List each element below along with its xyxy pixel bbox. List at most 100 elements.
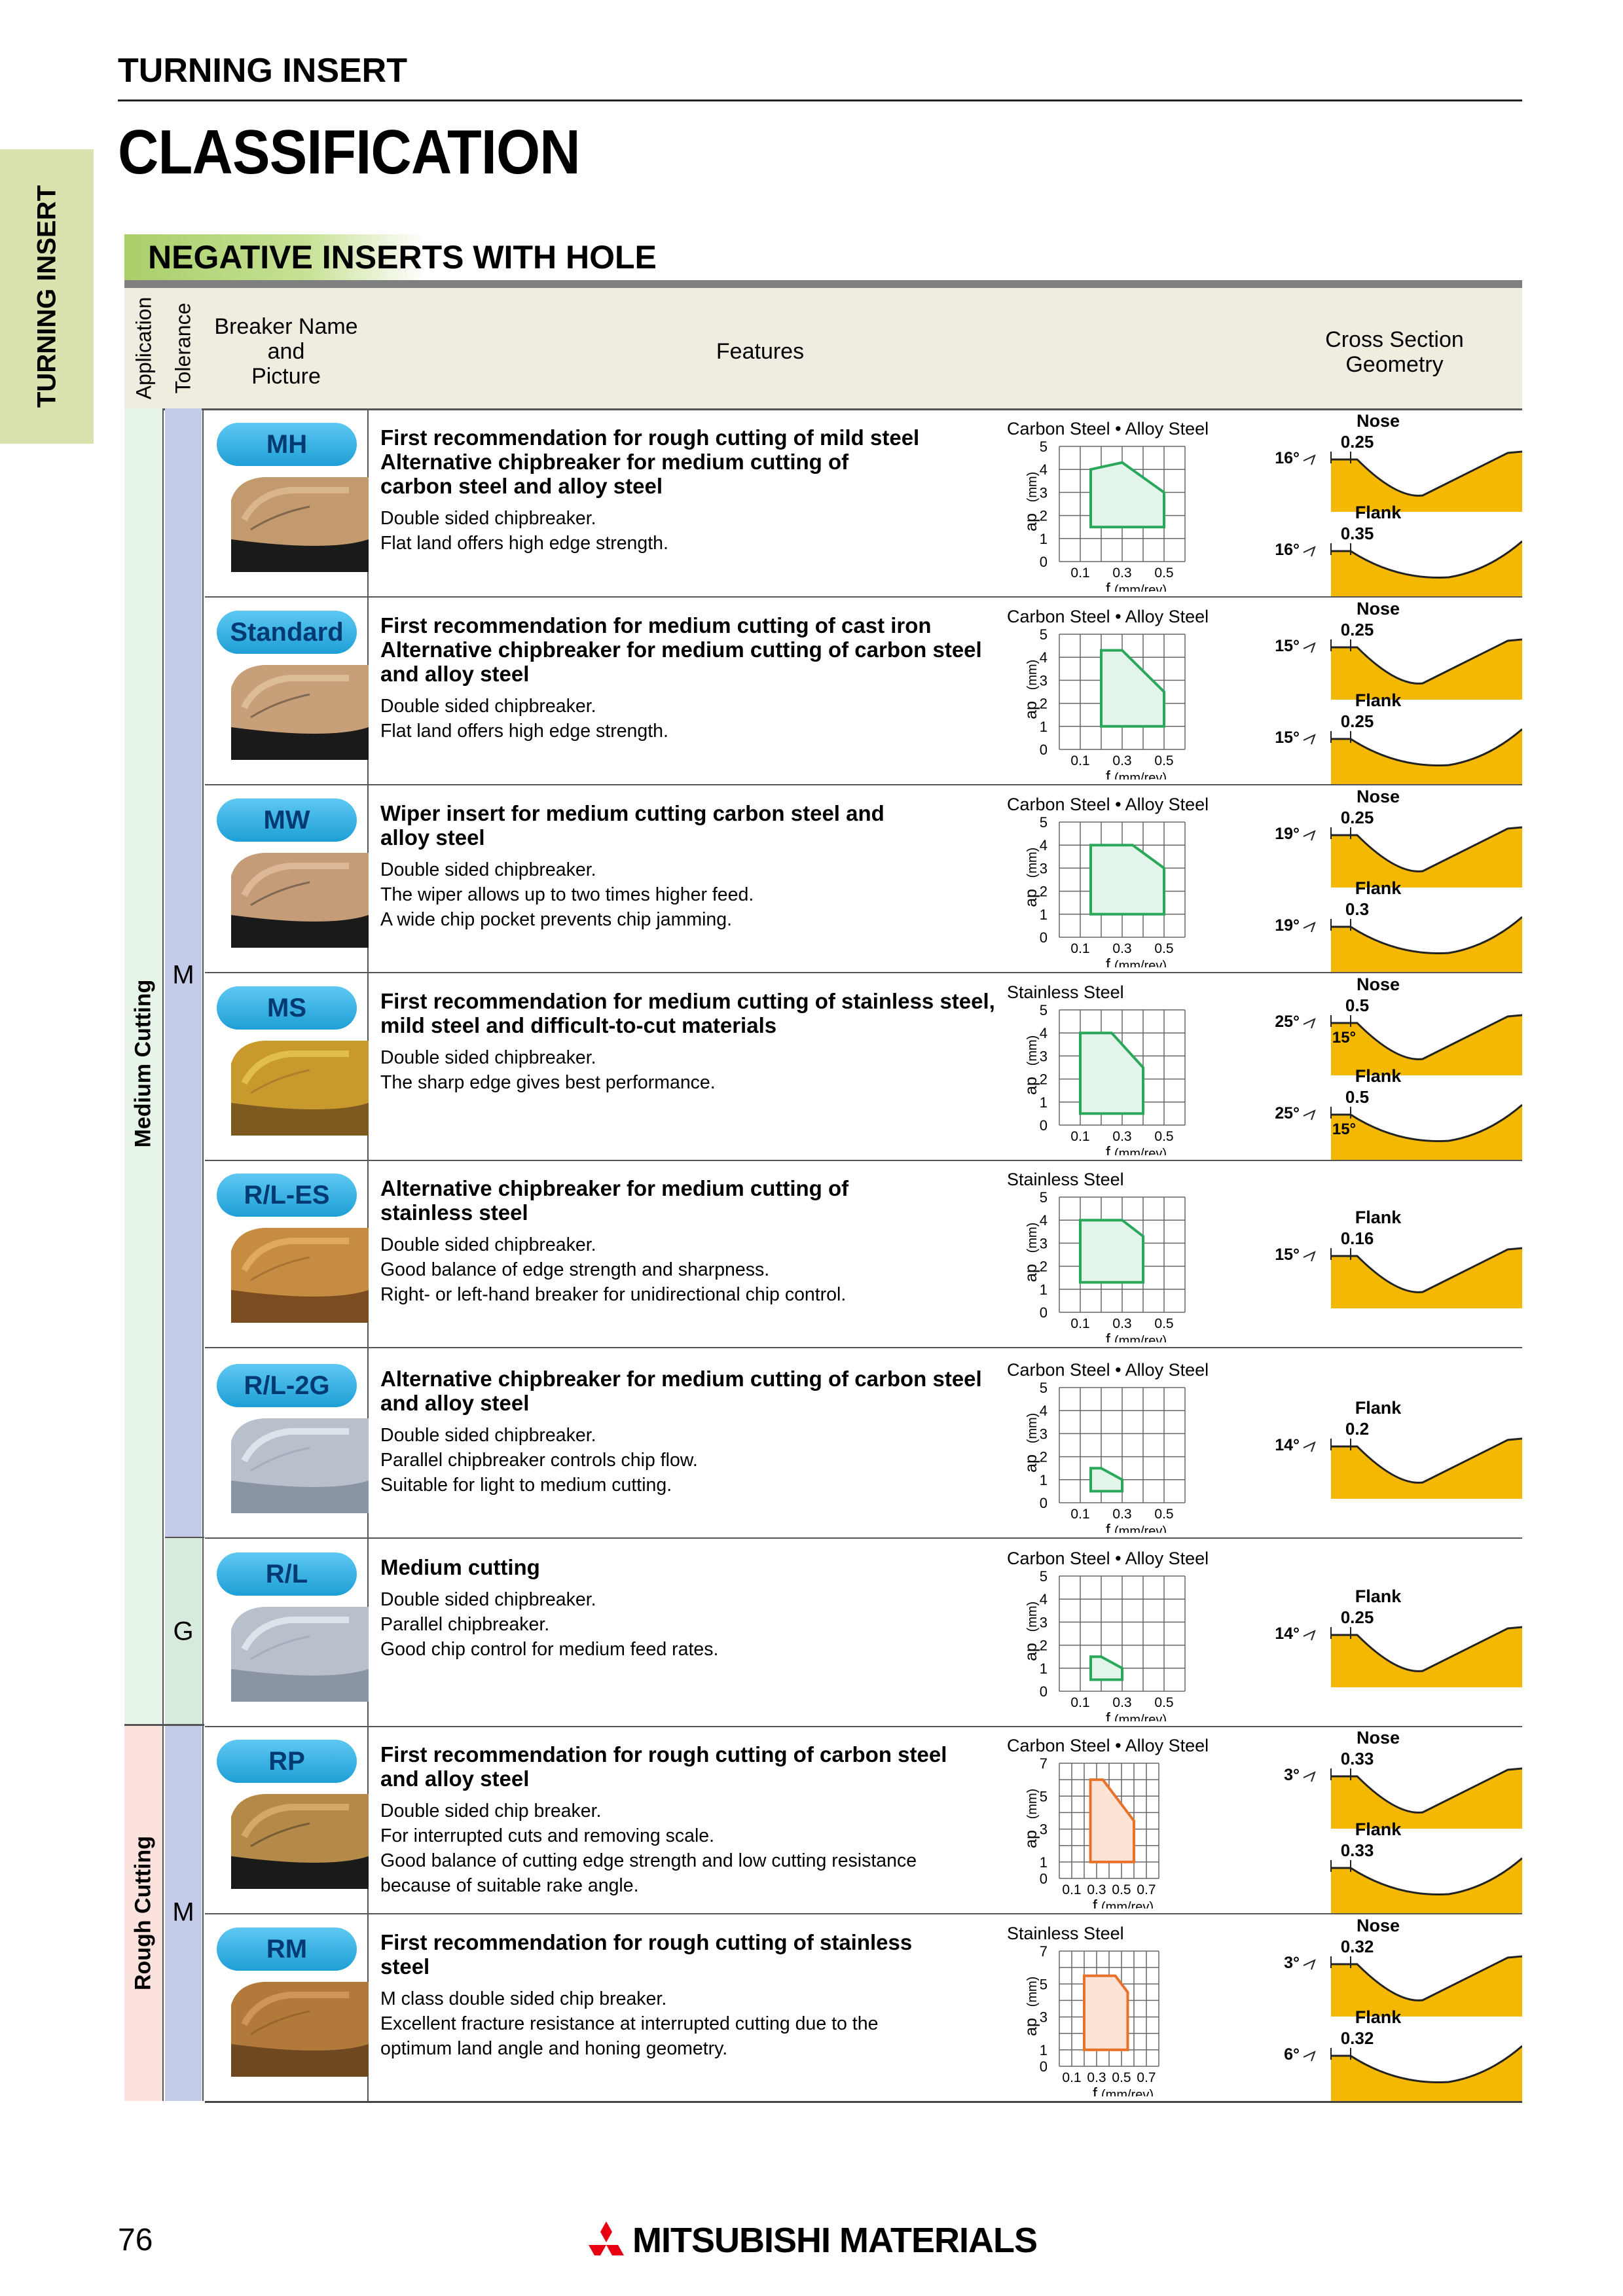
chart-y-axis-label: ap(mm): [1022, 1789, 1040, 1848]
tolerance-g-label: G: [173, 1617, 194, 1646]
geometry-land-width: 0.2: [1345, 1419, 1369, 1439]
chart-x-label: f: [1106, 580, 1110, 592]
feature-text: Flat land offers high edge strength.: [380, 533, 668, 554]
chart-title: Stainless Steel: [1007, 982, 1124, 1002]
tolerance-g-bar: [165, 1538, 202, 1725]
geometry-label: Nose: [1357, 411, 1400, 431]
chart-x-label: f: [1106, 1710, 1110, 1721]
feature-title: First recommendation for rough cutting o…: [380, 425, 920, 450]
chart-y-unit: (mm): [1025, 1223, 1040, 1253]
chart-y-tick: 4: [1040, 649, 1048, 666]
chart-y-tick: 0: [1040, 1304, 1048, 1321]
feature-text: Double sided chipbreaker.: [380, 859, 596, 880]
feature-text: A wide chip pocket prevents chip jamming…: [380, 909, 733, 930]
chart-y-tick: 1: [1040, 906, 1048, 923]
geometry-label: Flank: [1355, 691, 1402, 710]
cutting-range-region: [1089, 844, 1165, 916]
chart-y-tick: 1: [1040, 1854, 1048, 1871]
geometry-land-width: 0.25: [1341, 620, 1374, 639]
features-cell: Alternative chipbreaker for medium cutti…: [380, 1367, 996, 1498]
geometry-edge: [1331, 1014, 1522, 1060]
breaker-name-badge: R/L-ES: [217, 1174, 357, 1217]
geometry-profile: [1331, 639, 1522, 700]
chart-title: Carbon Steel • Alloy Steel: [1007, 1549, 1209, 1568]
chart-x-tick: 0.5: [1154, 1316, 1173, 1331]
chart-x-tick: 0.3: [1087, 2070, 1106, 2085]
chart-x-unit: (mm/rev): [1114, 1524, 1167, 1533]
column-header-tolerance: Tolerance: [171, 302, 195, 394]
chart-y-unit: (mm): [1025, 1789, 1040, 1820]
breaker-name-badge: MS: [217, 986, 357, 1030]
geometry-land-width: 0.33: [1341, 1840, 1374, 1860]
table-subtitle: NEGATIVE INSERTS WITH HOLE: [148, 239, 657, 276]
chart-x-label: f: [1106, 1143, 1110, 1155]
features-cell: Alternative chipbreaker for medium cutti…: [380, 1176, 996, 1307]
tolerance-divider: [165, 1537, 204, 1538]
chart-y-tick: 2: [1040, 1071, 1048, 1088]
chart-y-tick: 2: [1040, 884, 1048, 900]
geometry-angle: 14°: [1275, 1624, 1300, 1643]
feature-title: First recommendation for medium cutting …: [380, 989, 995, 1013]
chart-y-axis-label: ap(mm): [1022, 1602, 1040, 1661]
geometry-edge: [1331, 1626, 1522, 1672]
geometry-edge: [1331, 1857, 1522, 1895]
insert-row: MS First recommendation for medium cuttin…: [205, 972, 1522, 1161]
chart-x-tick: 0.3: [1112, 1507, 1131, 1522]
geometry-angle: 15°: [1275, 637, 1300, 655]
feature-title: stainless steel: [380, 1200, 528, 1225]
feature-text: The sharp edge gives best performance.: [380, 1072, 716, 1093]
chart-y-tick: 5: [1040, 439, 1048, 455]
angle-indicator: [1303, 642, 1316, 653]
geometry-edge: [1331, 1247, 1522, 1293]
chart-y-tick: 3: [1040, 1235, 1048, 1251]
angle-indicator: [1303, 546, 1316, 557]
feature-text: For interrupted cuts and removing scale.: [380, 1825, 715, 1846]
chart-y-axis-label: ap(mm): [1022, 848, 1040, 907]
chart-y-unit: (mm): [1025, 848, 1040, 878]
chart-x-tick: 0.3: [1087, 1882, 1106, 1897]
geometry-edge: [1331, 728, 1522, 766]
chart-y-tick: 3: [1040, 484, 1048, 501]
tolerance-m-label-rough: M: [172, 1897, 194, 1927]
chart-x-tick: 0.3: [1112, 1695, 1131, 1710]
application-rough-label: Rough Cutting: [130, 1835, 156, 1991]
geometry-angle-secondary: 15°: [1332, 1121, 1356, 1138]
cutting-range-region: [1089, 1467, 1123, 1493]
chart-x-tick: 0.3: [1112, 565, 1131, 581]
geometry-angle: 19°: [1275, 916, 1300, 935]
chart-y-tick: 2: [1040, 508, 1048, 524]
features-cell: First recommendation for medium cutting …: [380, 989, 996, 1095]
application-rough-bar: [124, 1725, 162, 2101]
column-header-features: Features: [716, 339, 805, 364]
chart-y-tick: 4: [1040, 1591, 1048, 1607]
cutting-range-region: [1089, 1655, 1123, 1681]
header-rule: [118, 99, 1522, 101]
angle-indicator: [1303, 1018, 1316, 1029]
application-divider: [124, 1724, 204, 1726]
feature-title: carbon steel and alloy steel: [380, 474, 663, 498]
chart-y-tick: 2: [1040, 1638, 1048, 1654]
chart-x-unit: (mm/rev): [1101, 2088, 1154, 2096]
breaker-name-badge: MW: [217, 798, 357, 842]
geometry-label: Flank: [1355, 1820, 1402, 1839]
cutting-range-region: [1083, 1974, 1129, 2051]
chart-y-axis-label: ap(mm): [1022, 1977, 1040, 2036]
breaker-name-badge: R/L: [217, 1552, 357, 1596]
features-cell: First recommendation for medium cutting …: [380, 613, 996, 744]
breaker-name-badge: RP: [217, 1740, 357, 1783]
insert-row: R/L-ES Alternative chipbreaker for medium…: [205, 1159, 1522, 1348]
chart-y-tick: 1: [1040, 719, 1048, 735]
chart-x-label: f: [1106, 956, 1110, 967]
geometry-label: Flank: [1355, 878, 1402, 898]
chart-y-tick: 5: [1040, 1380, 1048, 1396]
feature-text: Flat land offers high edge strength.: [380, 721, 668, 742]
tolerance-m-bar-rough: [165, 1725, 202, 2101]
